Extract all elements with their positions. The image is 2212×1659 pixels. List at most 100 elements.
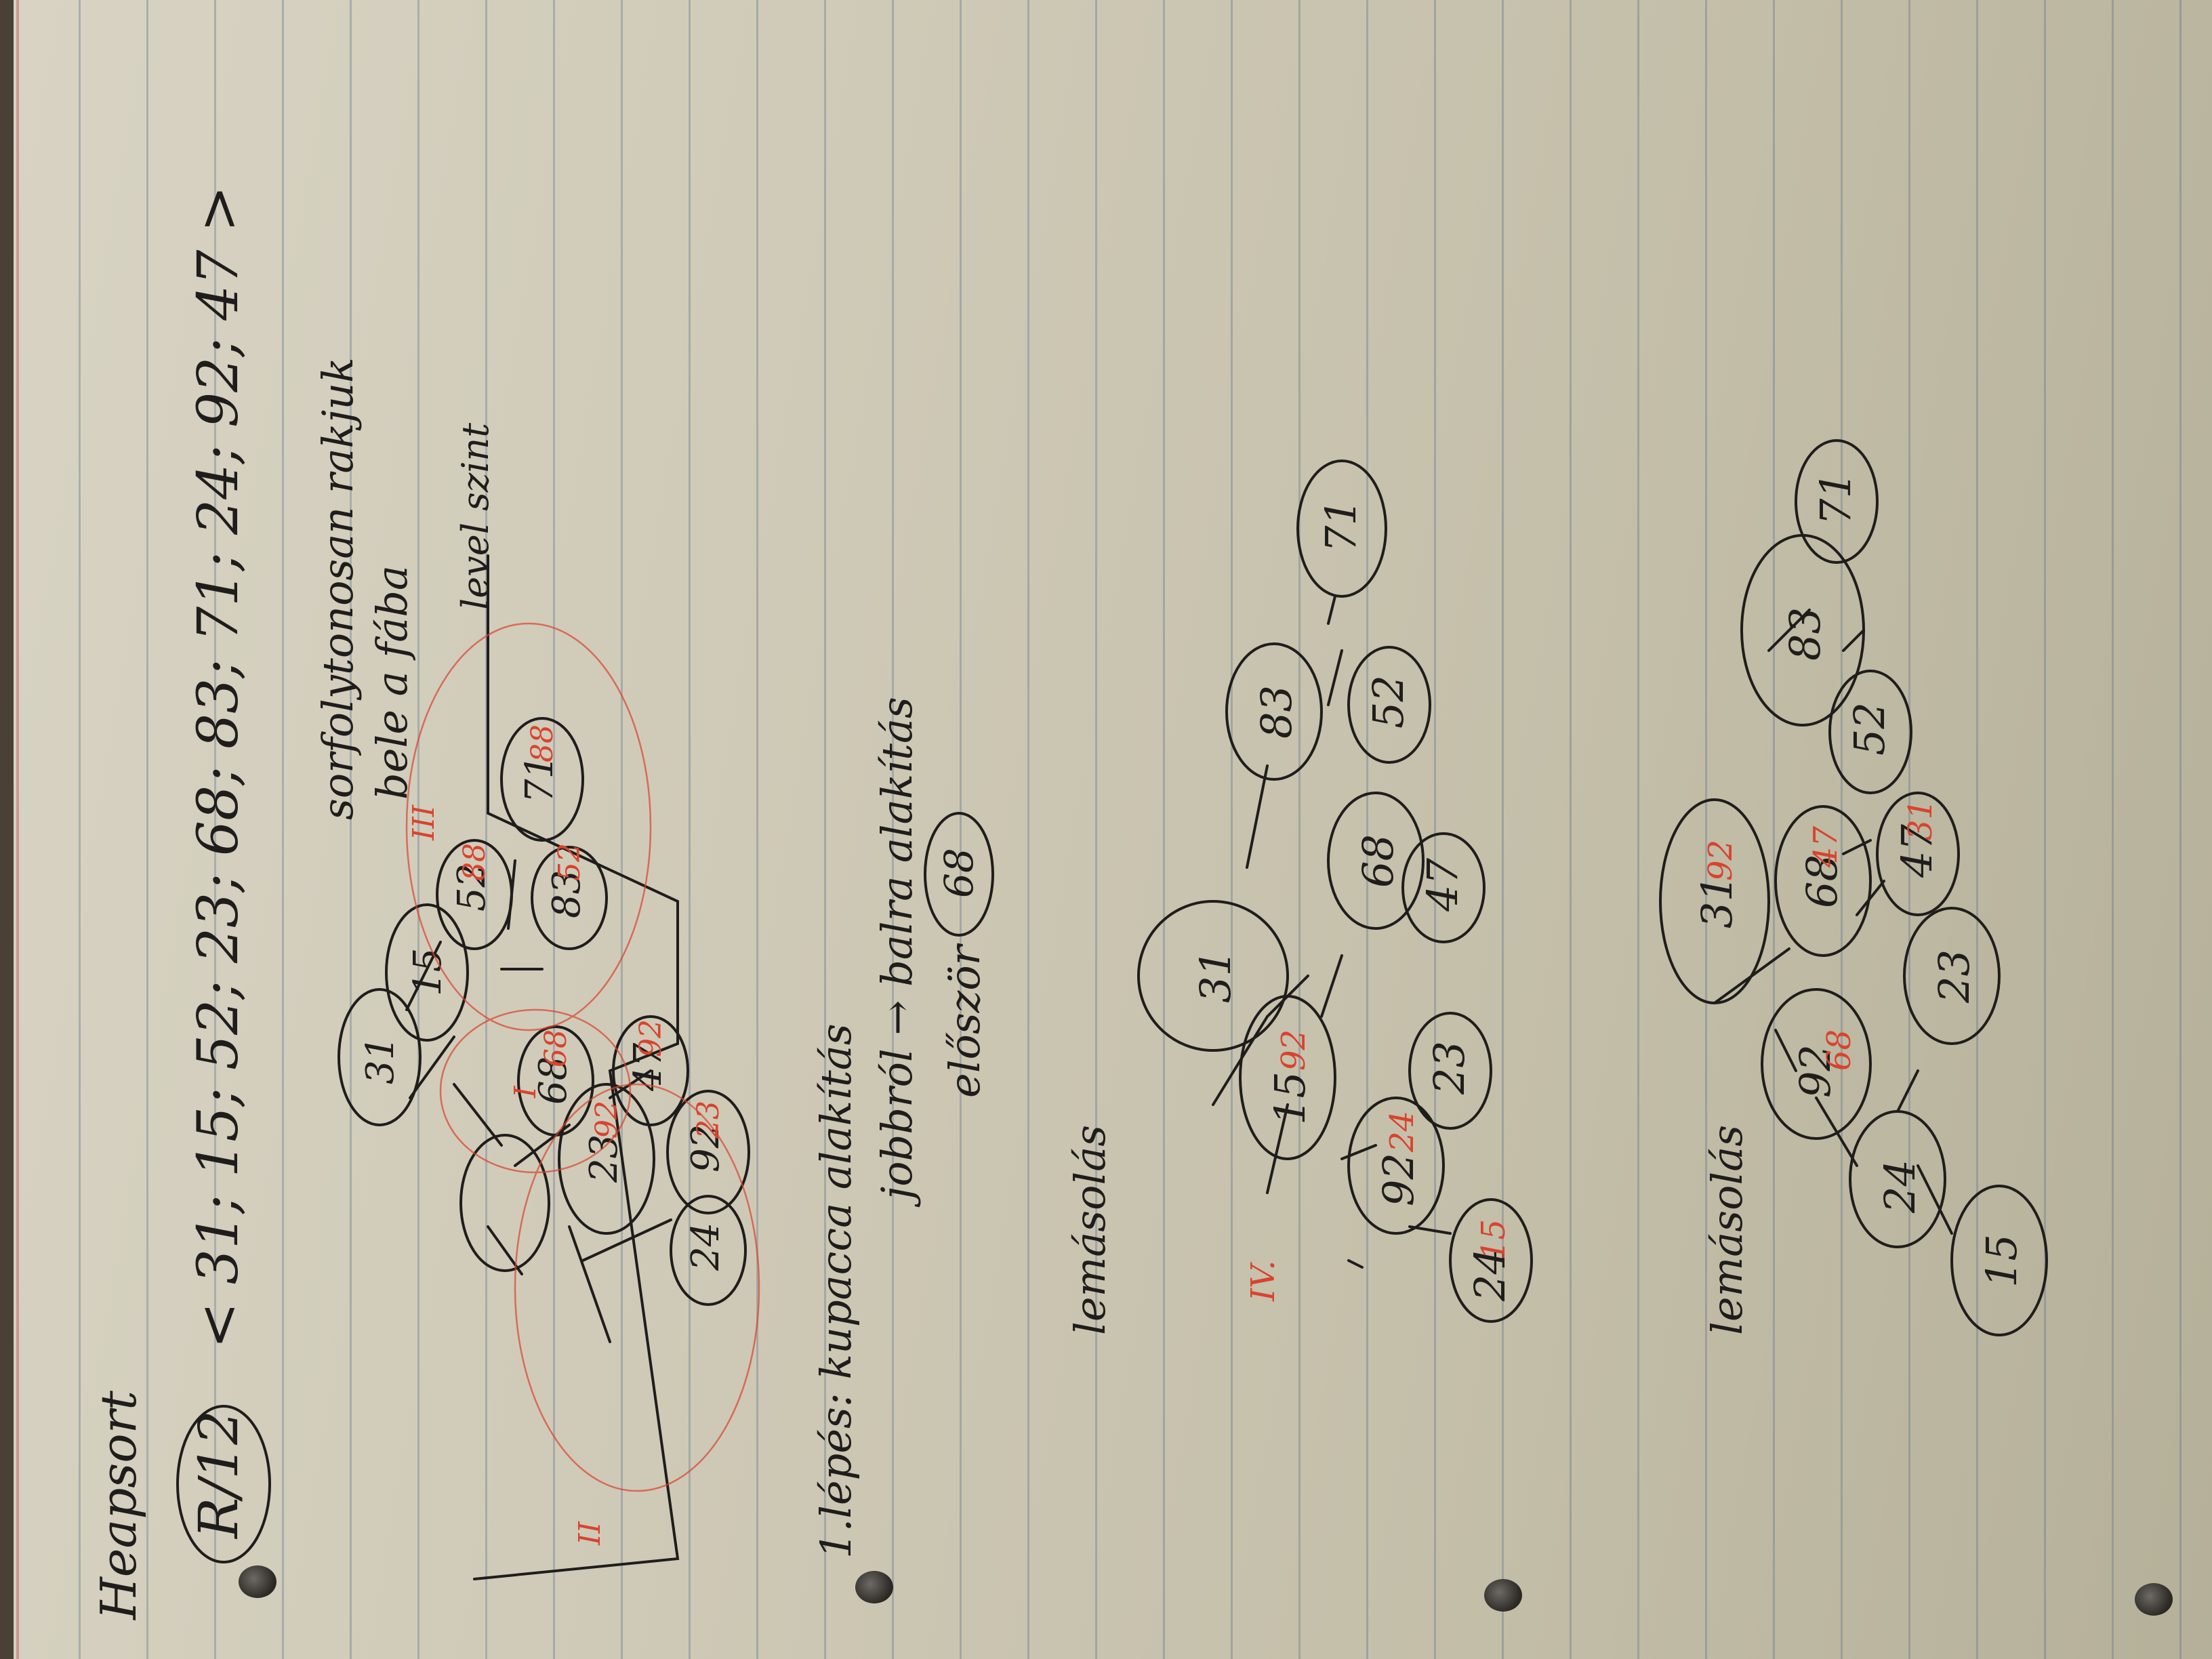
rule-line: [960, 0, 962, 1659]
tree3-copy-label: lemásolás: [1702, 1125, 1752, 1335]
tree3-label: 47: [1892, 824, 1942, 878]
tree1-label: 92: [684, 1124, 728, 1172]
tree2-label: 15: [1265, 1071, 1315, 1125]
step1-line2: jobbról → balra alakítás: [872, 697, 922, 1208]
rule-line: [756, 0, 758, 1659]
rule-line: [553, 0, 555, 1659]
tree3-node-52: [1828, 670, 1912, 794]
phase-label: III: [407, 804, 441, 841]
tree3-label: 92: [1790, 1044, 1840, 1098]
tree2-label: 31: [1191, 949, 1240, 1003]
tree1-node-15b: [459, 1134, 550, 1272]
rule-line: [1298, 0, 1300, 1659]
tree2-label: 23: [1425, 1041, 1474, 1095]
tree1-correction: 88: [525, 724, 560, 762]
rule-line: [892, 0, 894, 1659]
tree2-node-47: [1401, 832, 1486, 943]
tree1-correction: 23: [691, 1101, 726, 1139]
rule-line: [1095, 0, 1097, 1659]
tree2-label: 83: [1252, 685, 1301, 739]
rule-line: [79, 0, 81, 1659]
tree3-correction: 68: [1820, 1029, 1858, 1071]
tree1-label: 24: [684, 1223, 728, 1271]
rule-line: [1705, 0, 1707, 1659]
tree2-phase-label: IV.: [1244, 1261, 1282, 1303]
step1-line1: 1.lépés: kupacca alakítás: [811, 1023, 861, 1559]
level-note: level szint: [454, 423, 497, 610]
rule-line: [1570, 0, 1572, 1659]
tree3-correction: 31: [1902, 799, 1940, 840]
rule-line: [1773, 0, 1775, 1659]
tree3-node-71: [1795, 439, 1879, 564]
tree1-node-52: [436, 839, 513, 950]
tree3-label: 52: [1845, 702, 1894, 756]
tree3-node-23: [1903, 907, 2001, 1045]
step1-circled-label: 68: [936, 848, 982, 898]
tree1-correction: 92: [590, 1101, 624, 1139]
tree1-label: 83: [545, 870, 589, 918]
tree2-node-92: [1347, 1097, 1445, 1235]
tree2-node-31: [1137, 900, 1289, 1052]
tree1-node-15: [385, 903, 469, 1042]
tree2-node-71: [1296, 459, 1387, 598]
rule-line: [1976, 0, 1978, 1659]
tree3-label: 23: [1929, 949, 1979, 1004]
tree3-node-24: [1849, 1110, 1946, 1248]
tree3-node-31: [1659, 798, 1770, 1004]
phase-label: I: [508, 1085, 543, 1099]
title-text: Heapsort: [90, 1390, 147, 1621]
tree3-label: 15: [1977, 1234, 2026, 1288]
tree1-node-83: [531, 846, 608, 950]
tree3-node-92: [1761, 988, 1872, 1140]
rule-line: [146, 0, 148, 1659]
rule-line: [350, 0, 352, 1659]
tree2-correction: 24: [1383, 1111, 1421, 1153]
rule-line: [2112, 0, 2114, 1659]
task-number: R/12: [187, 1410, 250, 1540]
rule-line: [417, 0, 419, 1659]
tree1-label: 31: [359, 1036, 403, 1084]
note-line-1: sorfolytonosan rakjuk: [313, 357, 363, 820]
tree3-node-15: [1950, 1185, 2048, 1336]
tree-2: 31 15 83 92 68 52 71 24 23 47 92 24 15 I…: [1137, 459, 1533, 1323]
rule-line: [1502, 0, 1504, 1659]
rule-line: [1841, 0, 1843, 1659]
rule-line: [1366, 0, 1368, 1659]
punch-hole: [855, 1571, 893, 1603]
phase-label: II: [573, 1521, 607, 1546]
rule-line: [2179, 0, 2182, 1659]
step1-line3: először: [940, 943, 989, 1098]
tree-1: 31 15 52 23 68 83 71 24 92 47 88 92 52 2…: [337, 423, 760, 1580]
tree2-node-24: [1449, 1198, 1533, 1323]
step1-block: 1.lépés: kupacca alakítás jobbról → balr…: [811, 697, 1115, 1559]
tree2-label: 92: [1374, 1153, 1423, 1206]
tree2-node-15: [1239, 995, 1336, 1160]
tree1-node-23: [558, 1083, 655, 1235]
tree3-label: 68: [1797, 855, 1847, 908]
tree3-label: 83: [1780, 607, 1830, 661]
tree1-node-71: [500, 717, 584, 842]
step1-copy-label: lemásolás: [1065, 1125, 1115, 1335]
rule-line: [824, 0, 826, 1659]
tree2-label: 24: [1465, 1248, 1515, 1302]
rule-line: [214, 0, 216, 1659]
tree1-correction: 92: [634, 1019, 668, 1057]
tree-3: lemásolás 31 92 83 24: [1659, 439, 2048, 1336]
tree1-label: 71: [518, 755, 562, 803]
tree2-node-68: [1327, 792, 1425, 930]
tree1-node-24: [670, 1195, 747, 1306]
tree3-correction: 47: [1807, 825, 1845, 868]
punch-hole: [239, 1565, 276, 1598]
tree2-correction: 92: [1275, 1029, 1313, 1071]
tree1-label: 68: [531, 1057, 575, 1105]
tree1-correction: 68: [539, 1029, 573, 1067]
tree2-node-83: [1225, 642, 1323, 781]
tree1-node-47: [612, 1015, 689, 1126]
step1-circled-node: [924, 812, 994, 937]
rule-line: [689, 0, 691, 1659]
tree1-node-92: [666, 1090, 750, 1214]
tree1-node-31: [337, 988, 422, 1126]
tree2-correction: 15: [1475, 1219, 1513, 1261]
rule-line: [1908, 0, 1910, 1659]
